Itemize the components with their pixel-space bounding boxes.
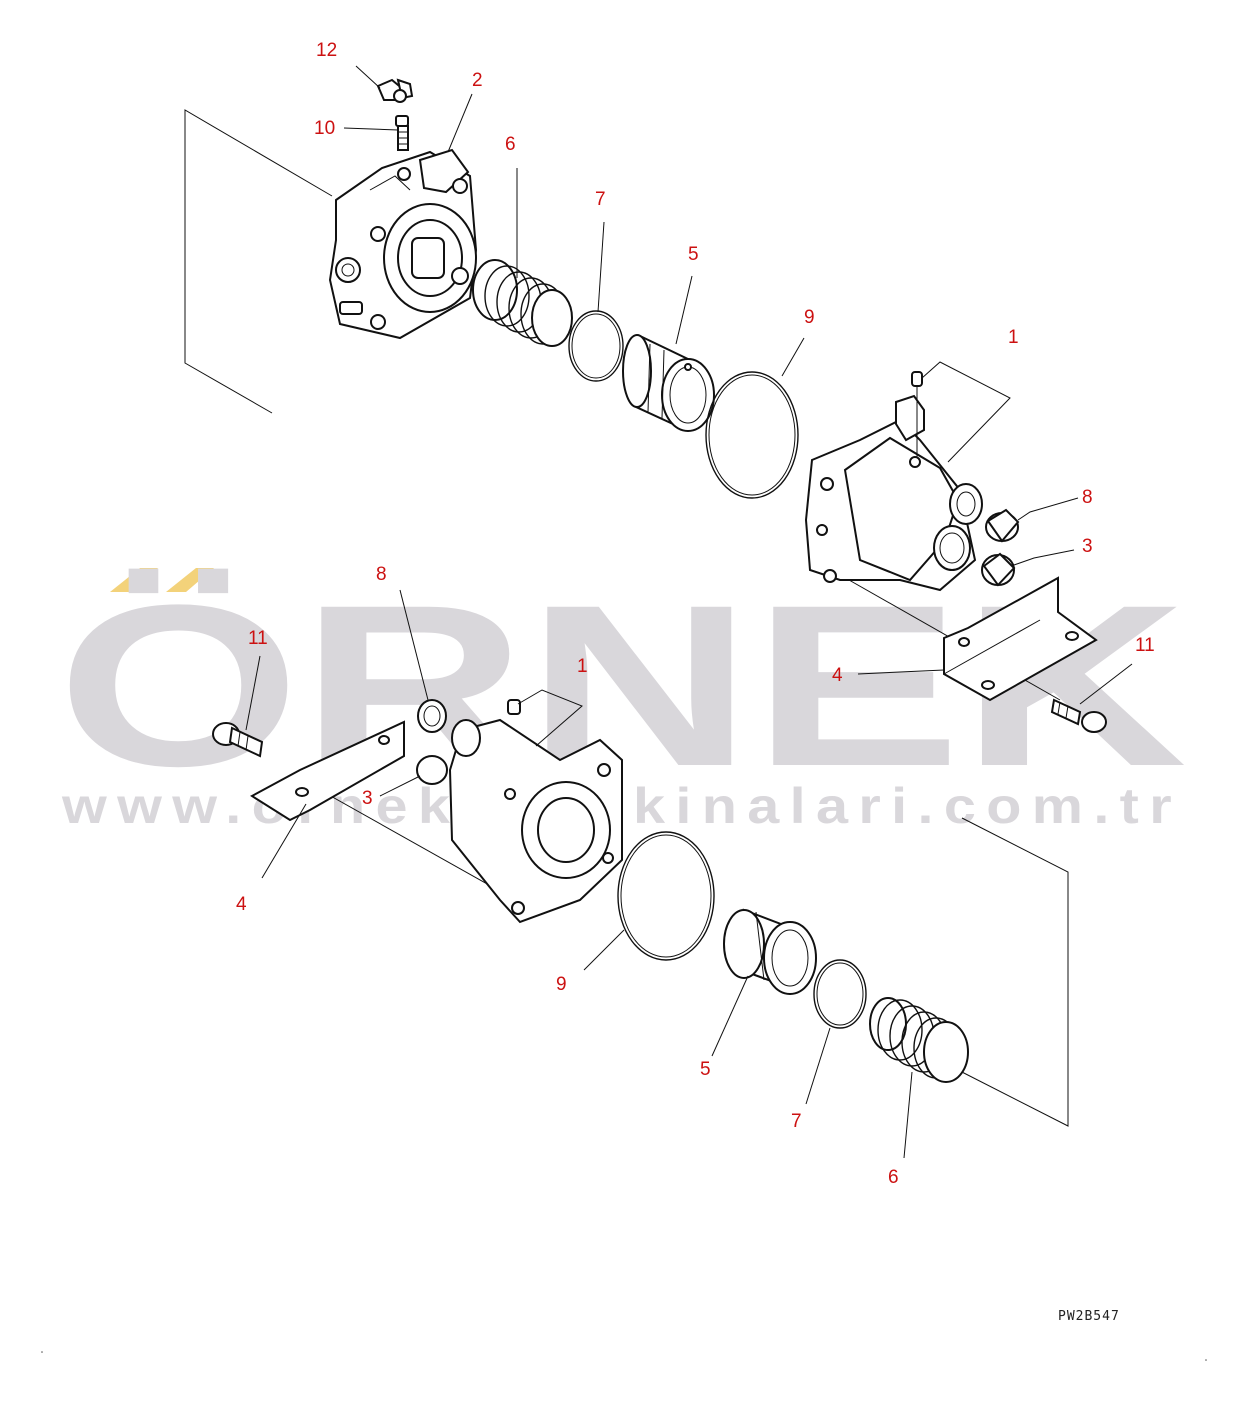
cap-bottom-part bbox=[416, 755, 448, 785]
pump-body-top-part bbox=[804, 371, 983, 592]
wing-nut-part bbox=[376, 78, 414, 103]
callout-1-bottom: 1 bbox=[577, 656, 588, 677]
bushing-bottom-part bbox=[723, 908, 817, 995]
callout-11-right: 11 bbox=[1135, 635, 1155, 656]
callout-1-top: 1 bbox=[1008, 327, 1019, 348]
drawing-code: PW2B547 bbox=[1058, 1309, 1120, 1324]
callouts: 12 2 10 6 7 5 9 1 8 3 11 4 8 1 11 3 4 9 … bbox=[236, 40, 1155, 1188]
callout-10: 10 bbox=[314, 118, 335, 139]
o-ring-small-bottom bbox=[813, 959, 867, 1029]
bolt-right-part bbox=[1050, 698, 1107, 733]
callout-4-left: 4 bbox=[236, 894, 247, 915]
callout-5-bottom: 5 bbox=[700, 1059, 711, 1080]
bracket-right-part bbox=[943, 576, 1098, 702]
cap-top-part bbox=[981, 552, 1016, 587]
corner-mark-left bbox=[41, 1351, 43, 1353]
watermark-accent-right bbox=[166, 568, 214, 592]
o-ring-large-bottom bbox=[617, 831, 715, 961]
leader-lines bbox=[245, 65, 1133, 1159]
callout-8-left: 8 bbox=[376, 564, 387, 585]
callout-11-left: 11 bbox=[248, 628, 268, 649]
plug-bottom-part bbox=[417, 699, 447, 733]
o-ring-small-top bbox=[568, 310, 624, 382]
callout-7-bottom: 7 bbox=[791, 1111, 802, 1132]
callout-6-top: 6 bbox=[505, 134, 516, 155]
corner-mark-right bbox=[1205, 1359, 1207, 1361]
callout-12: 12 bbox=[316, 40, 337, 61]
grease-nipple-part bbox=[395, 115, 409, 151]
bracket-left-part bbox=[250, 720, 405, 822]
bolt-left-part bbox=[212, 722, 264, 758]
callout-3-left: 3 bbox=[362, 788, 373, 809]
callout-5-top: 5 bbox=[688, 244, 699, 265]
callout-6-bottom: 6 bbox=[888, 1167, 899, 1188]
plug-top-part bbox=[985, 508, 1020, 543]
pump-cover-part bbox=[328, 148, 478, 340]
pump-body-bottom-part bbox=[448, 699, 623, 924]
spring-bottom-part bbox=[869, 997, 969, 1083]
callout-8-right: 8 bbox=[1082, 487, 1093, 508]
spring-top-part bbox=[472, 259, 573, 347]
callout-7-top: 7 bbox=[595, 189, 606, 210]
callout-9-bottom: 9 bbox=[556, 974, 567, 995]
callout-2-top: 2 bbox=[472, 70, 483, 91]
callout-3-right: 3 bbox=[1082, 536, 1093, 557]
bushing-top-part bbox=[622, 334, 715, 432]
callout-9-top: 9 bbox=[804, 307, 815, 328]
callout-4-right: 4 bbox=[832, 665, 843, 686]
o-ring-large-top bbox=[705, 371, 799, 499]
watermark-accent-left bbox=[110, 568, 158, 592]
